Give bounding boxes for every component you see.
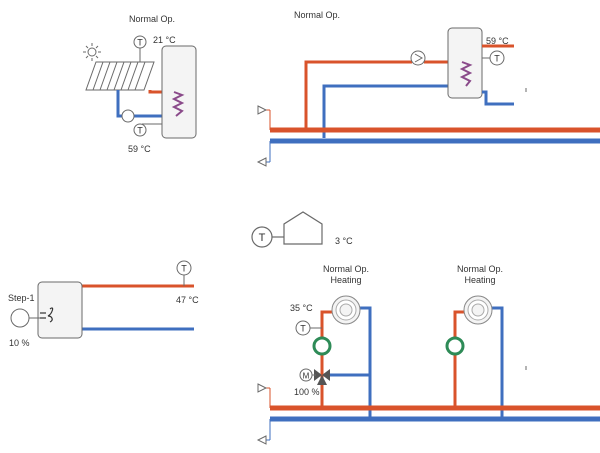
boiler-modulation-label: 10 % — [9, 338, 30, 348]
solar-pump[interactable] — [121, 109, 135, 123]
solar-collector-sensor[interactable]: T — [133, 35, 147, 49]
top-supply-arrow-icon[interactable] — [257, 105, 268, 115]
solar-storage-tank[interactable] — [161, 45, 197, 139]
dhw-tank-sensor[interactable]: T — [489, 50, 505, 66]
svg-text:T: T — [259, 232, 266, 244]
circuit-1-radiator[interactable] — [331, 295, 361, 325]
circuit-1-mixing-valve[interactable] — [314, 369, 330, 385]
solar-tank-temp: 59 °C — [128, 144, 151, 154]
house-icon — [283, 211, 323, 245]
solar-collector-temp: 21 °C — [153, 35, 176, 45]
circuit-1-return-pipe — [358, 306, 372, 419]
circuit-1-flow-temp: 35 °C — [290, 303, 313, 313]
svg-text:T: T — [494, 54, 500, 64]
circuit-2-mode-label: Heating — [464, 275, 496, 285]
circuit-1-mode-label: Heating — [330, 275, 362, 285]
solar-tank-sensor[interactable]: T — [133, 123, 147, 137]
heating-circuit-2 — [445, 295, 527, 419]
outdoor-temperature-sensor[interactable]: T — [251, 226, 273, 248]
top-header-section — [256, 105, 600, 167]
svg-text:M: M — [303, 372, 310, 381]
dhw-pump[interactable] — [410, 50, 426, 66]
circuit-2-radiator[interactable] — [463, 295, 493, 325]
circuit-1-mixer-position: 100 % — [294, 387, 320, 397]
boiler-burner[interactable] — [10, 308, 30, 328]
outdoor-temp-label: 3 °C — [335, 236, 353, 246]
flame-icon — [40, 307, 54, 323]
boiler-flow-sensor[interactable]: T — [176, 260, 192, 276]
outdoor-sensor-group: T — [251, 211, 323, 248]
svg-text:T: T — [137, 38, 143, 48]
top-return-arrow-icon[interactable] — [256, 157, 267, 167]
bottom-header-section — [256, 383, 271, 445]
solar-tank-coil — [171, 91, 185, 117]
solar-status-label: Normal Op. — [128, 14, 175, 24]
circuit-2-supply-pipe — [453, 310, 466, 408]
boiler-unit[interactable] — [37, 281, 83, 339]
solar-section: T T — [83, 35, 197, 139]
bottom-return-arrow-icon[interactable] — [256, 435, 267, 445]
circuit-1-flow-sensor[interactable]: T — [295, 320, 311, 336]
svg-text:T: T — [181, 264, 187, 274]
heating-circuit-1: M T — [295, 295, 372, 419]
solar-return-pipe — [116, 90, 176, 118]
boiler-section: T — [10, 260, 194, 339]
svg-text:T: T — [300, 324, 306, 334]
bottom-supply-arrow-icon[interactable] — [257, 383, 268, 393]
circuit-2-status-label: Normal Op. — [456, 264, 503, 274]
dhw-section: T — [304, 27, 527, 138]
dhw-return-pipe — [322, 84, 468, 138]
svg-text:T: T — [137, 126, 143, 136]
circuit-1-valve-motor[interactable]: M — [299, 368, 313, 382]
circuit-1-pump[interactable] — [312, 336, 332, 356]
sun-icon — [83, 43, 101, 61]
dhw-tank-temp: 59 °C — [486, 36, 509, 46]
circuit-1-status-label: Normal Op. — [322, 264, 369, 274]
dhw-cold-inlet — [482, 90, 514, 106]
circuit-2-return-pipe — [490, 306, 504, 419]
boiler-stage-label: Step-1 — [8, 293, 35, 303]
dhw-tank-coil — [459, 61, 473, 87]
dhw-status-label: Normal Op. — [294, 10, 341, 20]
circuit-1-supply-pipe — [320, 310, 334, 408]
circuit-2-pump[interactable] — [445, 336, 465, 356]
dhw-supply-pipe — [304, 60, 412, 130]
boiler-flow-temp: 47 °C — [176, 295, 199, 305]
solar-collector[interactable] — [85, 61, 155, 91]
